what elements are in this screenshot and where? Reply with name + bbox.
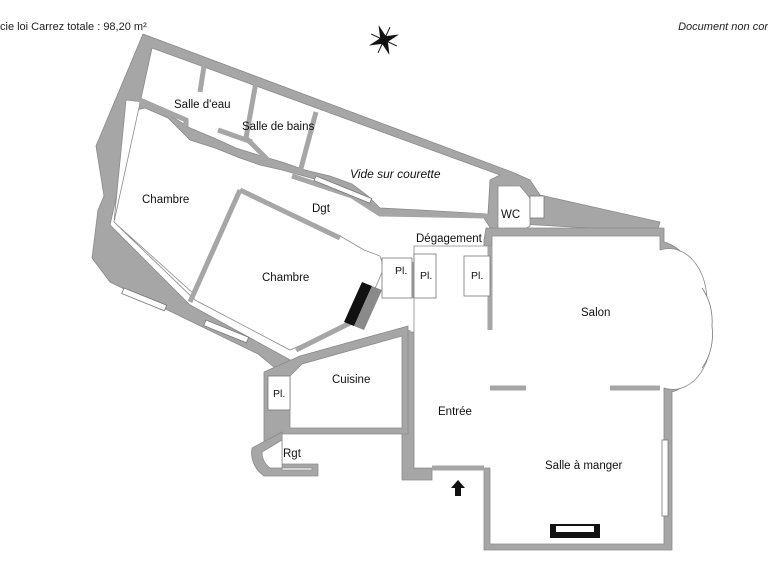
label-vide-courette: Vide sur courette	[350, 167, 441, 181]
label-chambre-2: Chambre	[262, 272, 309, 284]
label-salle-bains: Salle de bains	[242, 121, 314, 133]
room-labels: Salle d'eau Salle de bains Vide sur cour…	[142, 99, 623, 472]
wc-room	[497, 185, 545, 239]
label-placard-1: Pl.	[395, 265, 407, 277]
placard-kitchen	[267, 375, 291, 411]
surface-total-text: cie loi Carrez totale : 98,20 m²	[0, 21, 147, 33]
label-dgt: Dgt	[312, 203, 331, 215]
label-placard-kitchen: Pl.	[273, 388, 285, 400]
dining-window	[661, 439, 669, 517]
label-cuisine: Cuisine	[332, 374, 370, 386]
compass-rose-icon	[368, 24, 400, 56]
label-salle-eau: Salle d'eau	[174, 99, 231, 111]
chimney-duct	[344, 282, 372, 326]
label-placard-3: Pl.	[471, 270, 483, 282]
placard-box-1	[381, 257, 413, 299]
placard-box-3	[463, 255, 491, 297]
label-degagement: Dégagement	[416, 233, 483, 245]
label-chambre-1: Chambre	[142, 194, 189, 206]
placard-box-2	[413, 253, 437, 299]
label-placard-2: Pl.	[420, 270, 432, 282]
chimney-duct-shade	[354, 286, 382, 330]
label-salle-manger: Salle à manger	[545, 460, 623, 472]
label-entree: Entrée	[438, 406, 472, 418]
label-rangement: Rgt	[283, 448, 302, 460]
label-wc: WC	[501, 209, 520, 221]
fireplace-hearth	[556, 526, 594, 532]
kitchen-block	[251, 325, 409, 477]
label-salon: Salon	[581, 307, 610, 319]
entrance-arrow-icon	[451, 480, 465, 496]
disclaimer-text: Document non cor	[678, 21, 768, 33]
bedroom-windows	[121, 175, 373, 344]
